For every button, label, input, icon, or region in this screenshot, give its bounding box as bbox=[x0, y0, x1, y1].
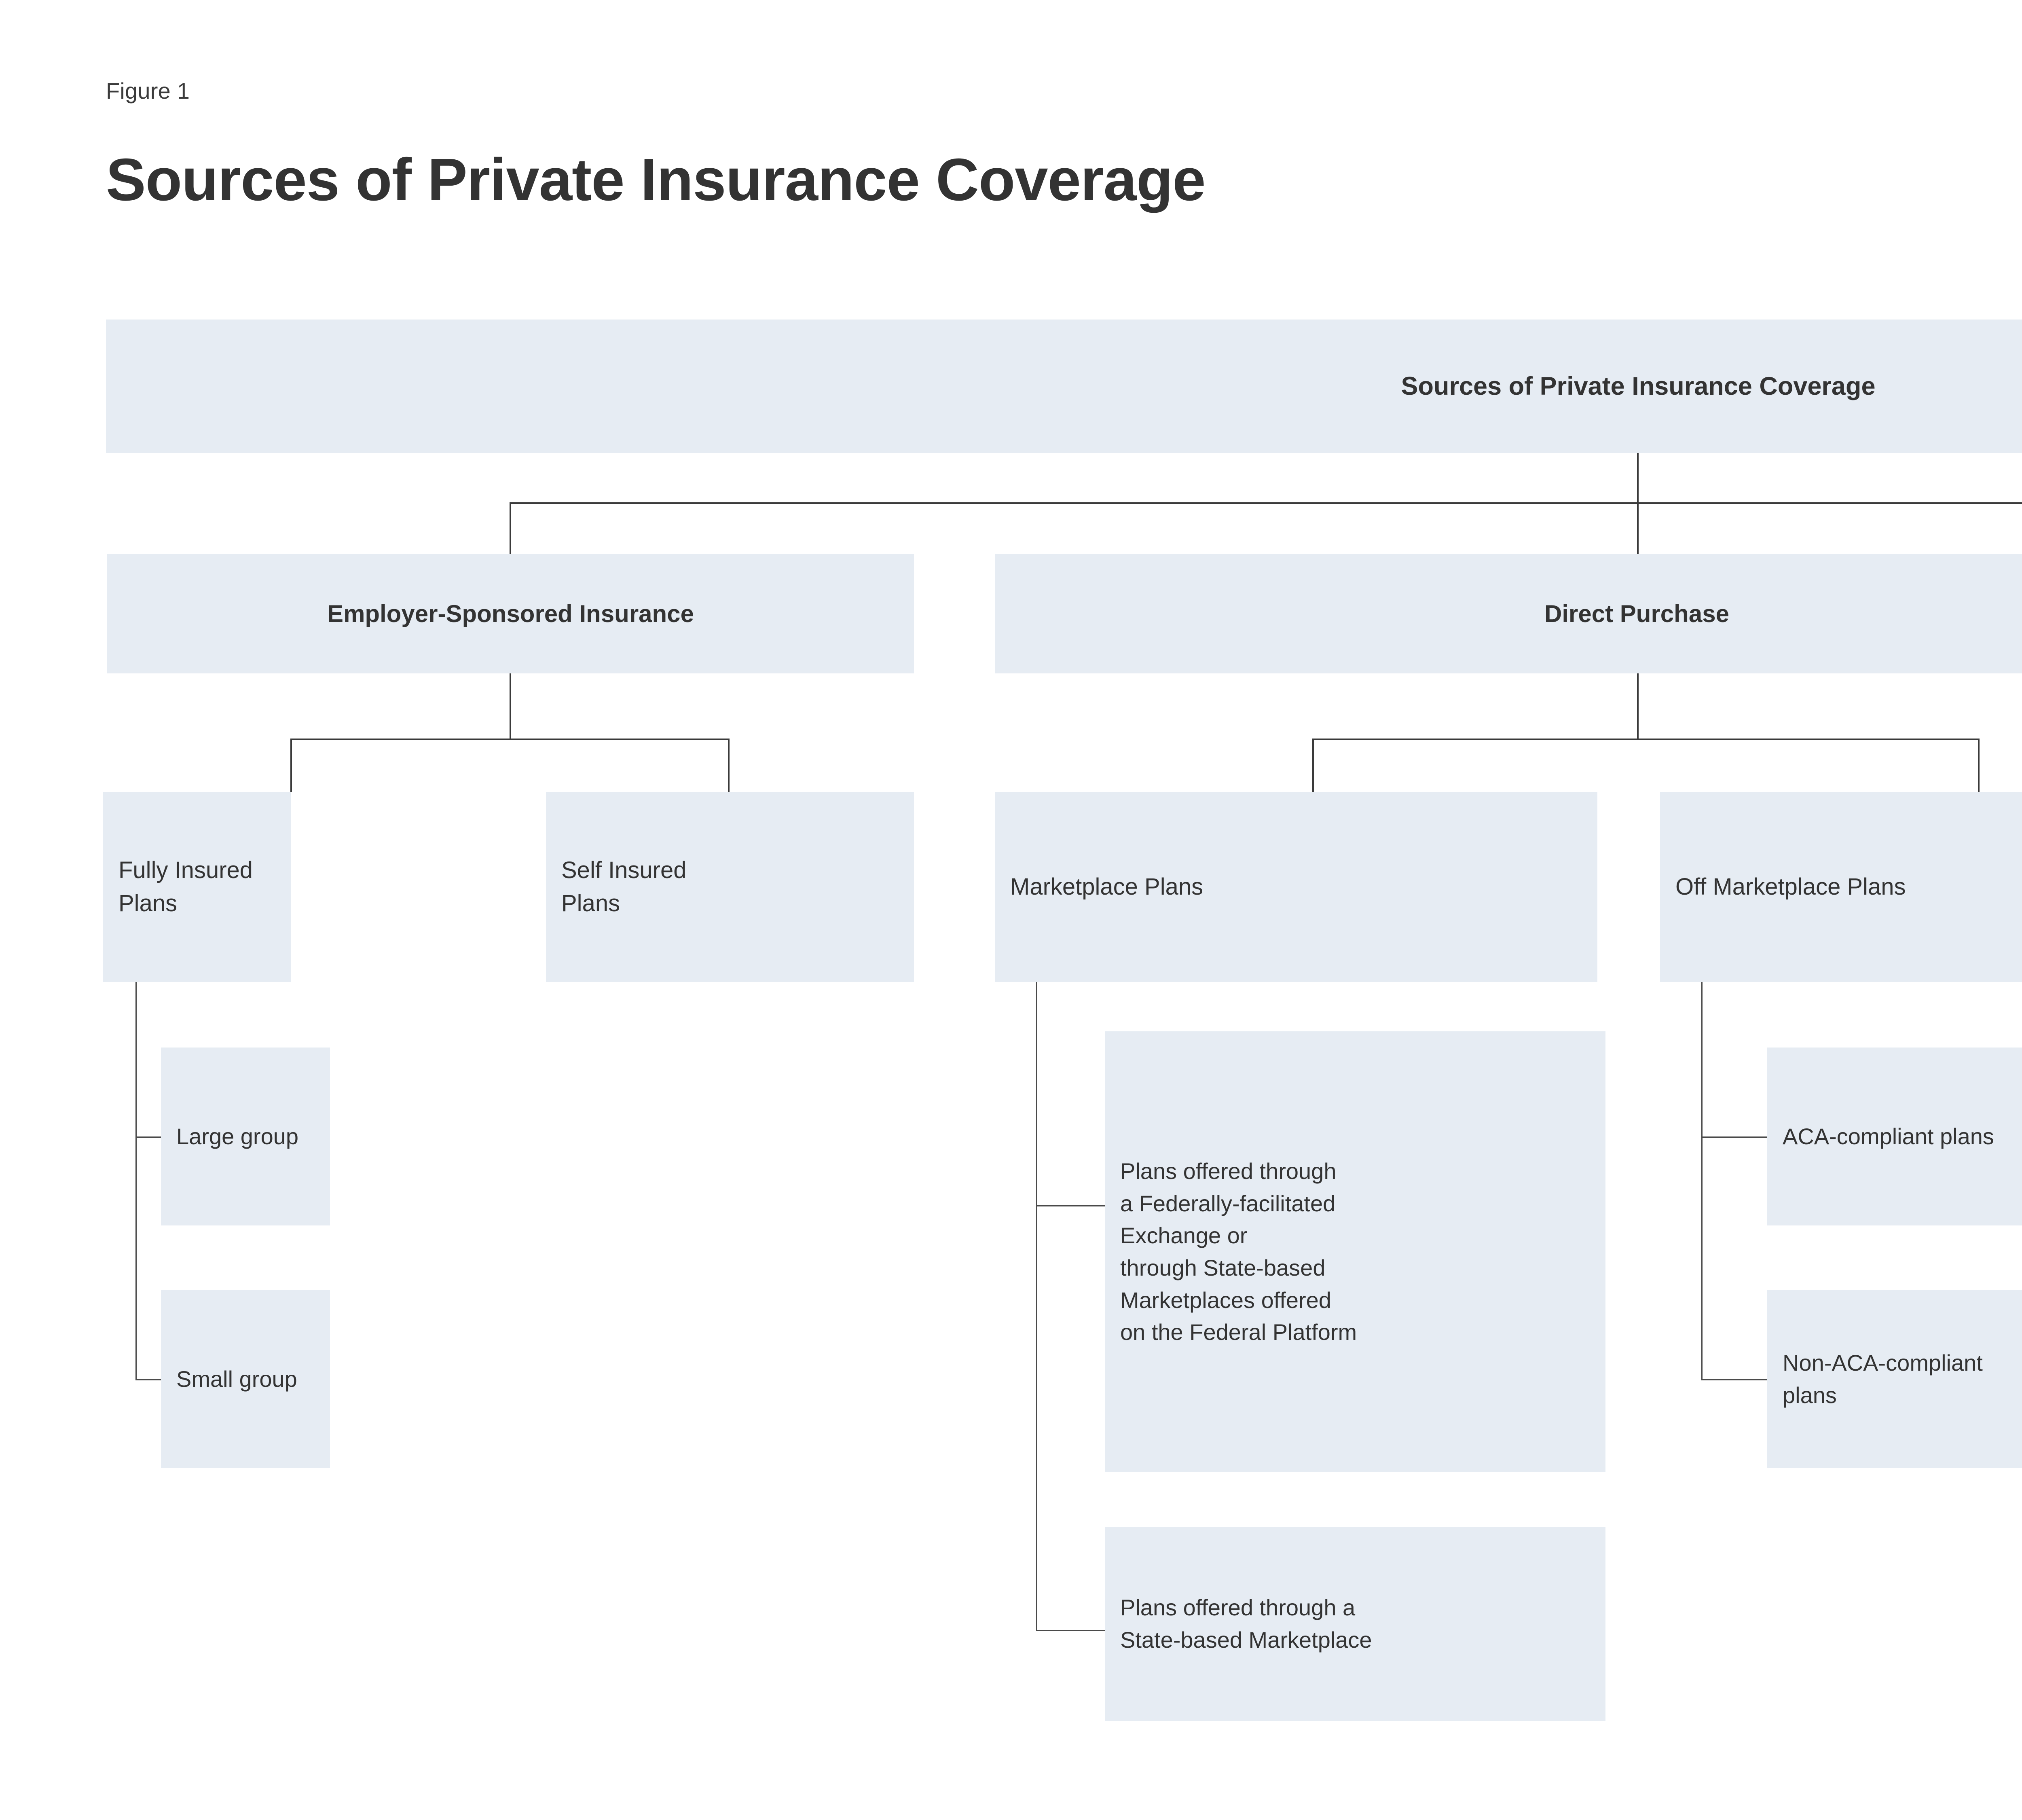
page-title: Sources of Private Insurance Coverage bbox=[106, 146, 1206, 213]
node-marketplace-plans: Marketplace Plans bbox=[995, 792, 1597, 982]
node-off-marketplace-plans: Off Marketplace Plans bbox=[1660, 792, 2022, 982]
node-ffe-plans-label: Plans offered through a Federally-facili… bbox=[1120, 1158, 1357, 1345]
node-fully-insured-plans: Fully Insured Plans bbox=[103, 792, 291, 982]
node-direct-purchase-label: Direct Purchase bbox=[1544, 600, 1729, 627]
connector-off-to-aca bbox=[1701, 1136, 1767, 1138]
node-fully-insured-plans-label: Fully Insured Plans bbox=[118, 857, 253, 916]
node-small-group-label: Small group bbox=[176, 1366, 297, 1392]
node-root: Sources of Private Insurance Coverage bbox=[106, 320, 2022, 453]
connector-to-off-marketplace bbox=[1978, 739, 1980, 792]
connector-root-stem bbox=[1637, 453, 1639, 504]
node-esi-label: Employer-Sponsored Insurance bbox=[327, 600, 694, 627]
connector-to-marketplace bbox=[1312, 739, 1314, 792]
node-aca-compliant-plans: ACA-compliant plans bbox=[1767, 1048, 2022, 1225]
connector-off-marketplace-rail bbox=[1701, 982, 1703, 1380]
node-root-label: Sources of Private Insurance Coverage bbox=[1401, 372, 1876, 400]
connector-marketplace-to-ffe bbox=[1036, 1205, 1105, 1206]
node-non-aca-compliant-plans: Non-ACA-compliant plans bbox=[1767, 1290, 2022, 1468]
connector-fully-to-large-group bbox=[135, 1136, 161, 1138]
connector-esi-stem bbox=[510, 673, 511, 739]
connector-marketplace-to-sbm bbox=[1036, 1630, 1105, 1631]
connector-level2-bar bbox=[510, 502, 2022, 504]
connector-fully-to-small-group bbox=[135, 1379, 161, 1380]
node-employer-sponsored-insurance: Employer-Sponsored Insurance bbox=[107, 554, 914, 673]
node-sbm-plans: Plans offered through a State-based Mark… bbox=[1105, 1527, 1605, 1721]
figure-label: Figure 1 bbox=[106, 78, 190, 104]
connector-marketplace-rail bbox=[1036, 982, 1037, 1631]
connector-direct-stem bbox=[1637, 673, 1639, 739]
node-sbm-plans-label: Plans offered through a State-based Mark… bbox=[1120, 1595, 1372, 1653]
connector-to-fully-insured bbox=[290, 739, 292, 792]
node-ffe-plans: Plans offered through a Federally-facili… bbox=[1105, 1031, 1605, 1472]
node-aca-compliant-plans-label: ACA-compliant plans bbox=[1783, 1124, 1994, 1149]
connector-direct-bar bbox=[1312, 739, 1980, 740]
node-large-group: Large group bbox=[161, 1048, 330, 1225]
node-direct-purchase: Direct Purchase bbox=[995, 554, 2022, 673]
connector-to-self-insured bbox=[728, 739, 730, 792]
node-non-aca-compliant-plans-label: Non-ACA-compliant plans bbox=[1783, 1350, 1983, 1408]
node-large-group-label: Large group bbox=[176, 1124, 299, 1149]
node-small-group: Small group bbox=[161, 1290, 330, 1468]
connector-off-to-non-aca bbox=[1701, 1379, 1767, 1380]
node-marketplace-plans-label: Marketplace Plans bbox=[1010, 873, 1203, 900]
connector-to-direct bbox=[1637, 502, 1639, 554]
node-off-marketplace-plans-label: Off Marketplace Plans bbox=[1675, 873, 1906, 900]
connector-fully-insured-rail bbox=[135, 982, 137, 1380]
connector-to-esi bbox=[510, 502, 511, 554]
node-self-insured-plans: Self Insured Plans bbox=[546, 792, 914, 982]
node-self-insured-plans-label: Self Insured Plans bbox=[561, 857, 687, 916]
connector-esi-bar bbox=[290, 739, 730, 740]
